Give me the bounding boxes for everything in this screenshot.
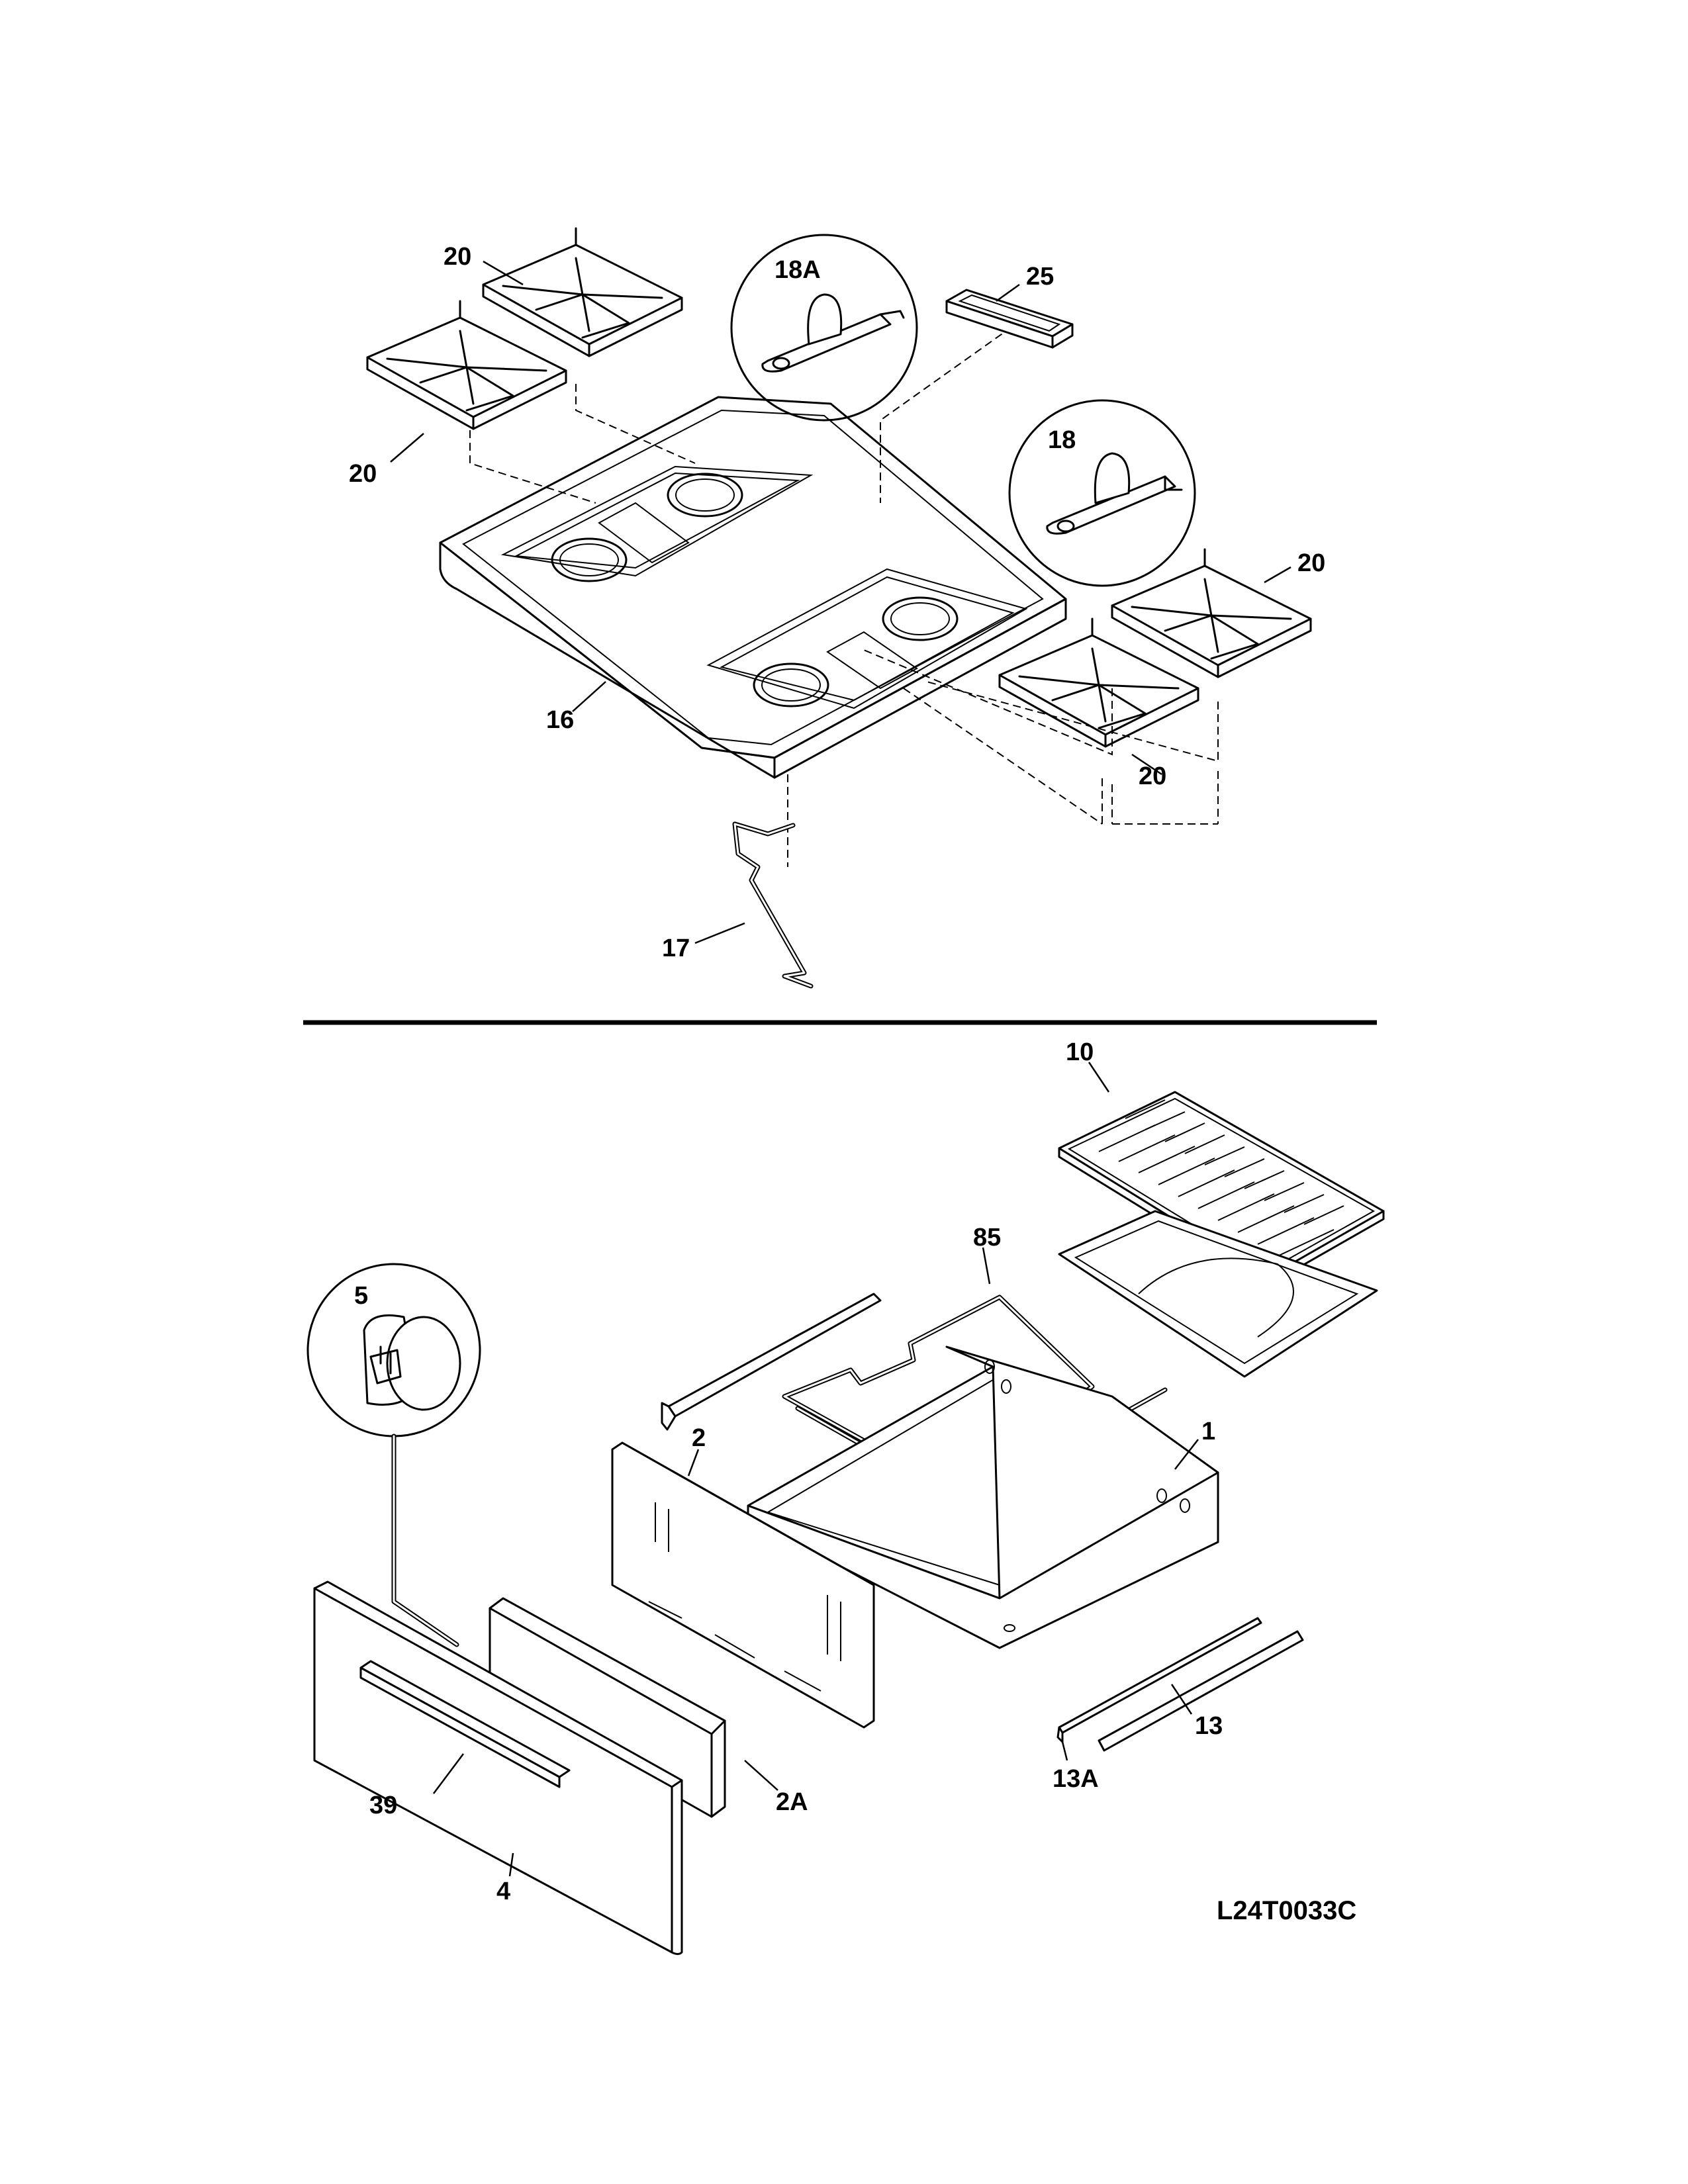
clip-5-inset (306, 1263, 481, 1647)
drawer-handle (359, 1660, 571, 1788)
alignment-lines-top (469, 311, 1219, 867)
callout-2a: 2A (776, 1788, 808, 1816)
callout-85: 85 (973, 1224, 1001, 1251)
drawer-slides (1056, 1617, 1304, 1752)
callout-4: 4 (496, 1878, 510, 1905)
leader-lines (390, 260, 1291, 1877)
grate-top-left-upper (482, 227, 683, 357)
grate-top-left-lower (366, 300, 567, 430)
callout-13: 13 (1195, 1712, 1223, 1740)
wire-17 (732, 821, 814, 989)
drawer-back (611, 1441, 875, 1729)
callout-39: 39 (369, 1792, 397, 1819)
grate-right-upper (1111, 548, 1312, 678)
part-25 (945, 289, 1074, 349)
grate-right-lower (998, 617, 1199, 748)
cooktop-part (439, 396, 1067, 779)
callout-1: 1 (1201, 1418, 1215, 1445)
callout-13a: 13A (1053, 1765, 1099, 1793)
bracket-18-inset (1008, 399, 1196, 587)
callout-18: 18 (1048, 426, 1076, 454)
callout-20-right-lower: 20 (1139, 762, 1166, 790)
side-rail-left (661, 1293, 882, 1431)
callout-18a: 18A (774, 256, 821, 284)
callout-10: 10 (1066, 1038, 1094, 1066)
callout-25: 25 (1026, 263, 1054, 291)
callout-5: 5 (354, 1282, 368, 1310)
diagram-code: L24T0033C (1217, 1896, 1356, 1925)
callout-20-right-upper: 20 (1297, 549, 1325, 577)
bracket-18a-inset (730, 234, 918, 422)
drawer-body (747, 1345, 1219, 1649)
broiler-rack (1058, 1091, 1385, 1287)
callout-20-top-left-upper: 20 (444, 243, 471, 271)
callout-2: 2 (692, 1424, 706, 1452)
callout-16: 16 (546, 706, 574, 734)
callout-20-top-left-lower: 20 (349, 460, 377, 488)
callout-17: 17 (662, 934, 690, 962)
broiler-pan (1058, 1210, 1378, 1378)
drawer-panel (313, 1580, 683, 1955)
